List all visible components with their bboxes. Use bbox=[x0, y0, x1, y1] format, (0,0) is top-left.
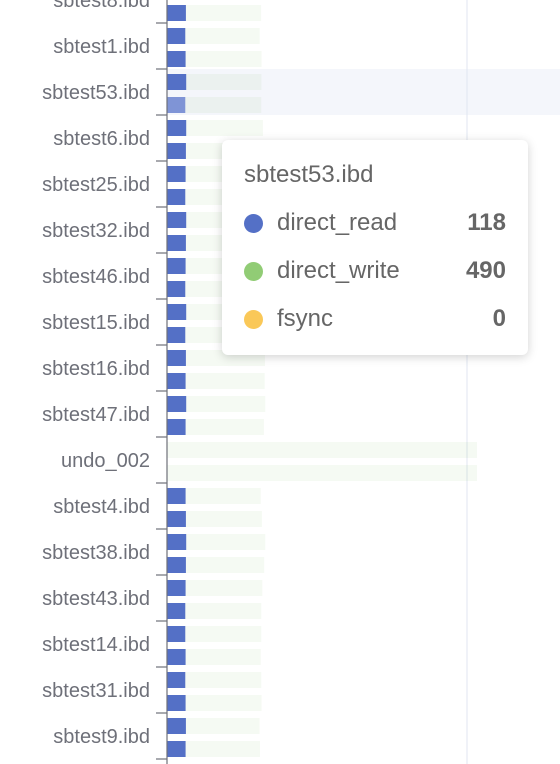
bar-direct-read[interactable] bbox=[167, 143, 186, 159]
bar-direct-read[interactable] bbox=[167, 741, 186, 757]
y-tick-label: sbtest25.ibd bbox=[42, 174, 150, 196]
tooltip-row-direct-write: direct_write 490 bbox=[244, 256, 506, 286]
bar-direct-write[interactable] bbox=[185, 557, 265, 573]
tooltip-series-value: 490 bbox=[465, 257, 506, 284]
bar-direct-read[interactable] bbox=[167, 166, 186, 182]
bar-direct-write[interactable] bbox=[186, 534, 266, 550]
chart-tooltip: sbtest53.ibd direct_read 118 direct_writ… bbox=[222, 140, 528, 355]
tooltip-series-name: direct_write bbox=[277, 257, 400, 284]
bar-direct-read[interactable] bbox=[167, 511, 186, 527]
bar-direct-write[interactable] bbox=[185, 603, 262, 619]
bar-direct-read[interactable] bbox=[167, 235, 186, 251]
bar-direct-read[interactable] bbox=[167, 557, 186, 573]
y-tick-label: sbtest9.ibd bbox=[53, 726, 150, 748]
y-tick-label: sbtest46.ibd bbox=[42, 266, 150, 288]
bar-direct-write[interactable] bbox=[185, 97, 262, 113]
bar-direct-read[interactable] bbox=[167, 189, 186, 205]
bar-direct-read[interactable] bbox=[167, 488, 186, 504]
tooltip-row-direct-read: direct_read 118 bbox=[244, 208, 506, 238]
y-tick-label: sbtest38.ibd bbox=[42, 542, 150, 564]
bar-direct-write[interactable] bbox=[186, 74, 262, 90]
bar-direct-read[interactable] bbox=[167, 534, 187, 550]
bar-direct-read[interactable] bbox=[167, 373, 186, 389]
tooltip-series-value: 118 bbox=[467, 209, 506, 236]
y-tick-label: sbtest4.ibd bbox=[53, 496, 150, 518]
bar-direct-write[interactable] bbox=[185, 741, 260, 757]
y-tick-label: sbtest1.ibd bbox=[53, 36, 150, 58]
y-tick-label: sbtest53.ibd bbox=[42, 82, 150, 104]
bar-direct-write[interactable] bbox=[167, 442, 477, 458]
bar-direct-read[interactable] bbox=[167, 396, 187, 412]
bar-direct-read[interactable] bbox=[167, 649, 186, 665]
bar-direct-read[interactable] bbox=[167, 626, 186, 642]
tooltip-dot-direct-read bbox=[244, 213, 263, 233]
bar-direct-write[interactable] bbox=[185, 649, 261, 665]
bar-direct-read[interactable] bbox=[167, 258, 186, 274]
y-tick-label: undo_002 bbox=[61, 450, 150, 472]
y-tick-label: sbtest47.ibd bbox=[42, 404, 150, 426]
bar-direct-write[interactable] bbox=[185, 419, 264, 435]
bar-direct-read[interactable] bbox=[167, 97, 186, 113]
bar-direct-write[interactable] bbox=[185, 695, 262, 711]
bar-direct-write[interactable] bbox=[185, 51, 262, 67]
bar-direct-read[interactable] bbox=[167, 28, 186, 44]
tooltip-series-name: fsync bbox=[277, 305, 334, 332]
bar-direct-read[interactable] bbox=[167, 74, 187, 90]
bar-direct-write[interactable] bbox=[167, 465, 477, 481]
bar-direct-write[interactable] bbox=[185, 580, 263, 596]
tooltip-dot-direct-write bbox=[244, 261, 263, 281]
bar-direct-write[interactable] bbox=[185, 488, 261, 504]
bar-direct-write[interactable] bbox=[185, 626, 262, 642]
tooltip-dot-fsync bbox=[244, 309, 263, 329]
y-tick-label: sbtest32.ibd bbox=[42, 220, 150, 242]
y-tick-label: sbtest16.ibd bbox=[42, 358, 150, 380]
bar-direct-read[interactable] bbox=[167, 350, 186, 366]
bar-direct-read[interactable] bbox=[167, 419, 186, 435]
tooltip-title: sbtest53.ibd bbox=[244, 161, 374, 188]
bar-direct-read[interactable] bbox=[167, 281, 186, 297]
bar-direct-read[interactable] bbox=[167, 327, 186, 343]
y-tick-label: sbtest15.ibd bbox=[42, 312, 150, 334]
y-tick-label: sbtest14.ibd bbox=[42, 634, 150, 656]
bar-direct-write[interactable] bbox=[186, 396, 266, 412]
bar-direct-read[interactable] bbox=[167, 603, 186, 619]
bar-direct-write[interactable] bbox=[186, 120, 263, 136]
bar-direct-read[interactable] bbox=[167, 718, 186, 734]
bar-direct-read[interactable] bbox=[167, 304, 187, 320]
bar-direct-read[interactable] bbox=[167, 51, 186, 67]
bar-direct-read[interactable] bbox=[167, 695, 186, 711]
bar-direct-read[interactable] bbox=[167, 580, 186, 596]
bar-direct-read[interactable] bbox=[167, 120, 187, 136]
y-tick-label: sbtest6.ibd bbox=[53, 128, 150, 150]
tooltip-series-value: 0 bbox=[492, 305, 506, 332]
bar-direct-read[interactable] bbox=[167, 212, 187, 228]
bar-direct-read[interactable] bbox=[167, 5, 186, 21]
bar-direct-write[interactable] bbox=[185, 373, 265, 389]
bar-direct-write[interactable] bbox=[185, 5, 262, 21]
highlight-band bbox=[167, 69, 560, 115]
y-tick-label: sbtest8.ibd bbox=[53, 0, 150, 12]
bar-direct-write[interactable] bbox=[185, 28, 260, 44]
tooltip-row-fsync: fsync 0 bbox=[244, 304, 506, 334]
y-tick-label: sbtest43.ibd bbox=[42, 588, 150, 610]
bar-direct-write[interactable] bbox=[185, 511, 262, 527]
bar-direct-read[interactable] bbox=[167, 672, 186, 688]
bar-direct-write[interactable] bbox=[185, 672, 262, 688]
bar-direct-write[interactable] bbox=[185, 718, 260, 734]
tooltip-series-name: direct_read bbox=[277, 209, 398, 236]
y-tick-label: sbtest31.ibd bbox=[42, 680, 150, 702]
